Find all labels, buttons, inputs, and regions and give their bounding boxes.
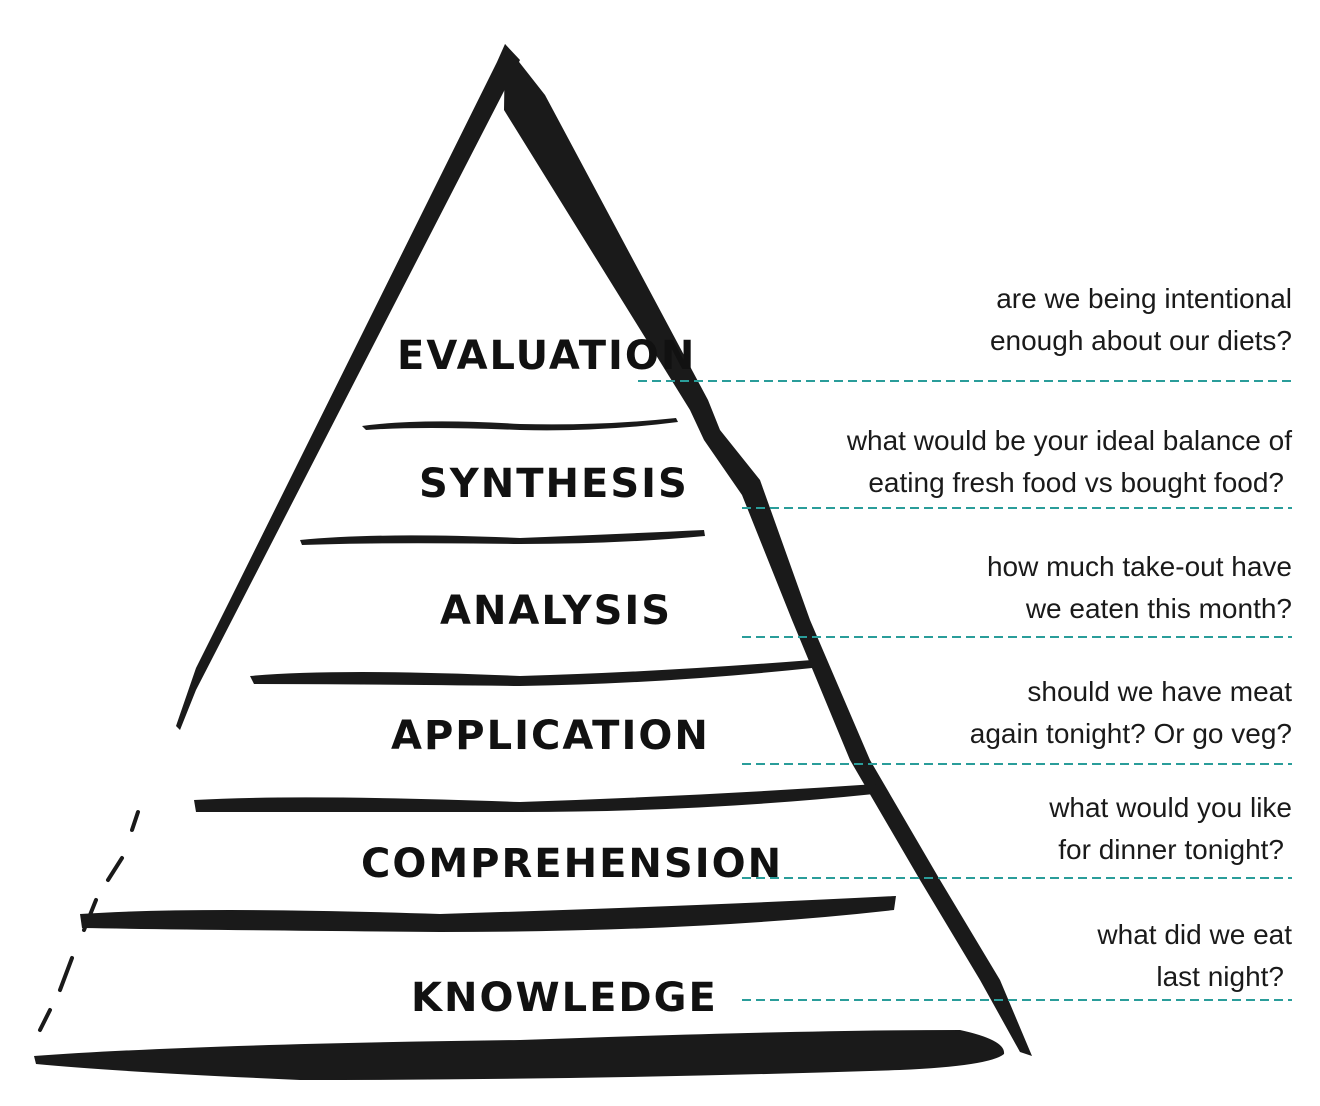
question-line: what would you like <box>1049 792 1292 823</box>
question-synthesis: what would be your ideal balance of eati… <box>732 420 1292 504</box>
question-line: what would be your ideal balance of <box>846 425 1292 456</box>
question-knowledge: what did we eat last night? <box>732 914 1292 998</box>
level-label-evaluation: EVALUATION <box>397 333 697 379</box>
question-application: should we have meat again tonight? Or go… <box>732 671 1292 755</box>
level-label-synthesis: SYNTHESIS <box>419 461 689 507</box>
question-line: for dinner tonight? <box>1058 834 1284 865</box>
pyramid-right-edge <box>504 44 1032 1056</box>
question-line: last night? <box>1156 961 1284 992</box>
question-evaluation: are we being intentional enough about ou… <box>732 278 1292 362</box>
pyramid-base <box>34 1030 1005 1080</box>
question-line: are we being intentional <box>996 283 1292 314</box>
tier-divider <box>300 530 705 545</box>
level-label-application: APPLICATION <box>391 713 710 759</box>
pyramid-left-edge <box>176 44 520 730</box>
tier-divider <box>250 660 812 686</box>
question-line: what did we eat <box>1097 919 1292 950</box>
question-line: how much take-out have <box>986 551 1292 582</box>
tier-divider <box>80 896 896 932</box>
level-label-knowledge: KNOWLEDGE <box>411 975 718 1021</box>
question-line: again tonight? Or go veg? <box>969 718 1292 749</box>
question-analysis: how much take-out have we eaten this mon… <box>732 546 1292 630</box>
level-label-comprehension: COMPREHENSION <box>361 841 784 887</box>
tier-divider <box>194 784 876 812</box>
question-line: we eaten this month? <box>1025 593 1292 624</box>
tier-divider <box>362 418 678 431</box>
question-comprehension: what would you like for dinner tonight? <box>732 787 1292 871</box>
connector-lines <box>638 380 1292 1001</box>
question-line: eating fresh food vs bought food? <box>868 467 1284 498</box>
level-label-analysis: ANALYSIS <box>440 588 673 634</box>
question-line: should we have meat <box>1027 676 1292 707</box>
question-line: enough about our diets? <box>989 325 1292 356</box>
